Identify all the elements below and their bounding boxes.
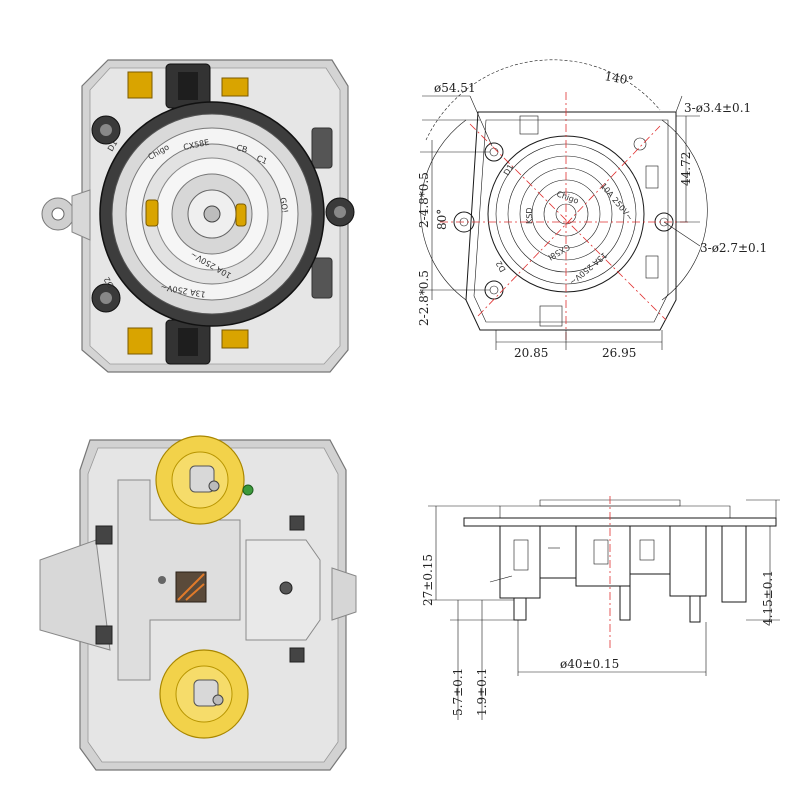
dim-height-right: 4.15±0.1 (761, 570, 775, 626)
dim-pin-a: 5.7±0.1 (451, 668, 465, 716)
dim-angle-top: 140° (603, 69, 634, 88)
render-label-go: GO! (278, 197, 290, 214)
bottom-render (39, 435, 357, 771)
dim-width-left: 20.85 (514, 346, 548, 360)
dim-pin-b: 1.9±0.1 (475, 668, 489, 716)
drawing-label-rating-a: 10A 250V~ (598, 182, 634, 223)
drawing-label-rating-b: 13A 250V~ (568, 250, 609, 286)
dim-angle-left: 80° (435, 209, 449, 230)
dim-left-b: 2-2.8*0.5 (417, 270, 431, 326)
dim-holes-b: 3-ø2.7±0.1 (700, 241, 767, 255)
drawing-label-model: CX58I (547, 242, 572, 262)
dim-height-total: 27±0.15 (421, 554, 435, 606)
side-drawing: 27±0.15 4.15±0.1 5.7±0.1 1.9±0.1 ø40±0.1… (421, 496, 780, 720)
render-label-cb: CB (236, 143, 249, 154)
dim-left-a: 2-4.8*0.5 (417, 172, 431, 228)
top-render: CX58E CB C1 10A 250V~ 13A 250V~ D1 D2 GO… (41, 59, 355, 373)
drawing-label-ksd: KSD (525, 208, 534, 224)
drawing-label-brand: Chigo (555, 189, 580, 205)
dim-height: 44.72 (679, 152, 693, 186)
top-drawing: ø54.51 140° 3-ø3.4±0.1 3-ø2.7±0.1 44.72 … (417, 59, 767, 360)
render-label-c1: C1 (255, 154, 268, 167)
drawing-label-d2: D2 (494, 259, 507, 273)
dim-diameter-base: ø40±0.15 (560, 657, 619, 671)
dim-holes-a: 3-ø3.4±0.1 (684, 101, 751, 115)
dim-diameter: ø54.51 (434, 81, 476, 95)
dim-width-right: 26.95 (602, 346, 636, 360)
drawing-label-d1: D1 (502, 163, 515, 177)
